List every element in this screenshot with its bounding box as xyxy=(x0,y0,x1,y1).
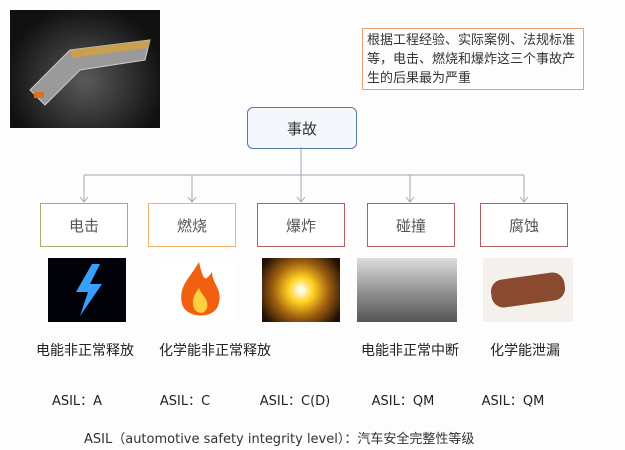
explosion-icon xyxy=(262,258,340,322)
node-corrosion: 腐蚀 xyxy=(480,203,568,247)
outcome-label: 化学能非正常释放 xyxy=(159,343,271,359)
lightning-icon xyxy=(48,258,126,322)
asil-rating: ASIL：QM xyxy=(481,394,545,409)
node-explosion: 爆炸 xyxy=(257,203,345,247)
outcome-label: 化学能泄漏 xyxy=(490,343,560,359)
node-electric-shock: 电击 xyxy=(40,203,128,247)
note-box: 根据工程经验、实际案例、法规标准等，电击、燃烧和爆炸这三个事故产生的后果最为严重 xyxy=(362,28,584,90)
node-collision: 碰撞 xyxy=(367,203,455,247)
asil-rating: ASIL：A xyxy=(51,394,103,409)
corroded-battery-image xyxy=(483,258,573,322)
asil-rating: ASIL：C(D) xyxy=(259,394,331,409)
asil-rating: ASIL：C xyxy=(159,394,211,409)
node-fire: 燃烧 xyxy=(148,203,236,247)
asil-rating: ASIL：QM xyxy=(371,394,435,409)
footnote: ASIL（automotive safety integrity level）：… xyxy=(84,432,475,447)
root-node-accident: 事故 xyxy=(247,107,357,149)
outcome-label: 电能非正常中断 xyxy=(361,343,459,359)
battery-pack-image xyxy=(10,10,160,128)
outcome-label: 电能非正常释放 xyxy=(36,343,134,359)
car-crash-image xyxy=(357,258,457,322)
fire-icon xyxy=(160,258,238,322)
